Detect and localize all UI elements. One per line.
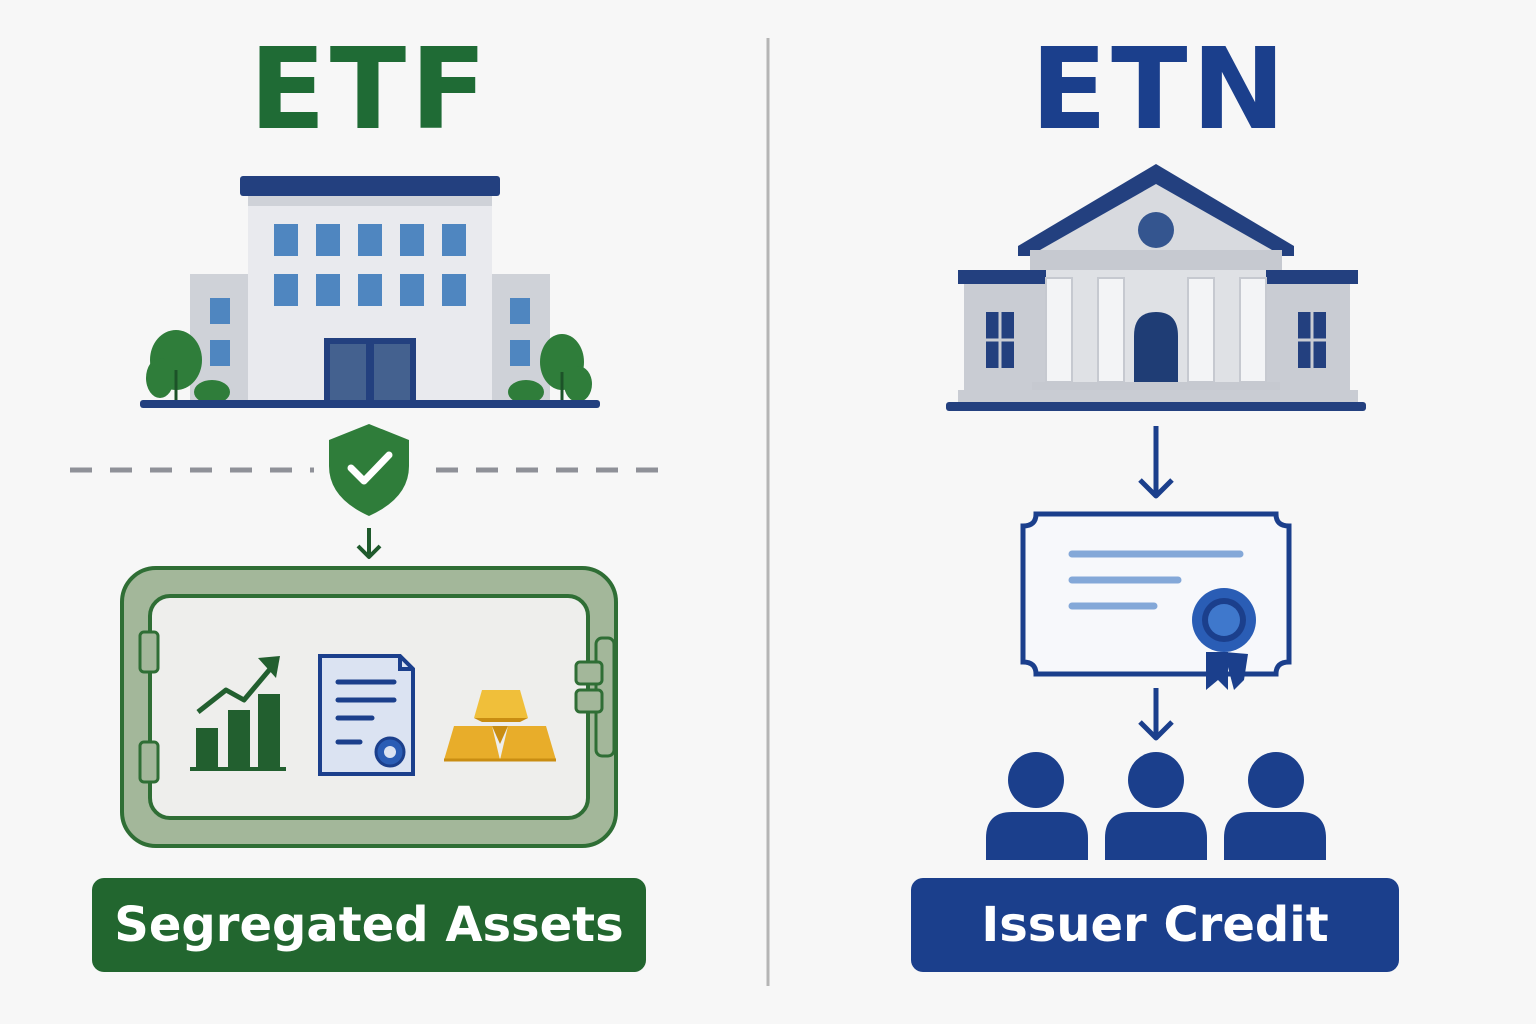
tree-icon <box>146 330 592 404</box>
etn-title: ETN <box>1030 25 1290 155</box>
office-building-icon <box>190 176 550 400</box>
note-certificate-icon <box>1020 511 1292 690</box>
etf-title: ETF <box>249 25 491 155</box>
building-ground-line <box>140 400 600 408</box>
etf-label-bar: Segregated Assets <box>92 878 646 972</box>
down-arrow-icon <box>1138 688 1174 741</box>
gold-bars-icon <box>444 690 556 762</box>
down-arrow-icon <box>356 528 382 559</box>
shield-check-icon <box>329 424 409 516</box>
etn-label-bar: Issuer Credit <box>911 878 1399 972</box>
etf-label-text: Segregated Assets <box>114 897 624 953</box>
growth-chart-icon <box>190 656 286 771</box>
investors-icon <box>986 752 1326 860</box>
bank-building-icon <box>958 164 1358 402</box>
down-arrow-icon <box>1138 426 1174 499</box>
bank-ground-line <box>946 402 1366 411</box>
etn-label-text: Issuer Credit <box>981 897 1329 953</box>
certificate-document-icon <box>318 654 415 776</box>
